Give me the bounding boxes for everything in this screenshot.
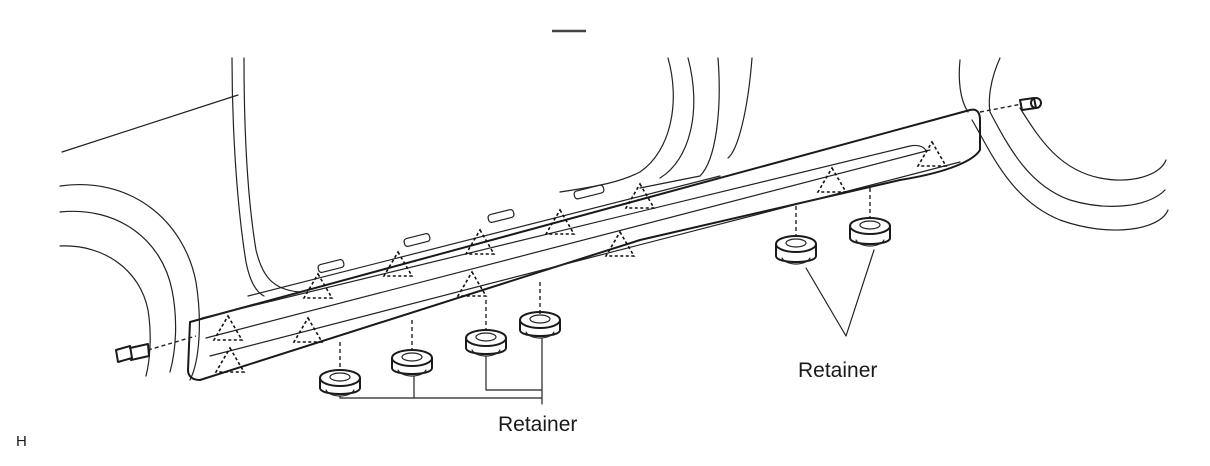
clip-marker (624, 182, 656, 209)
retainer-group-right (775, 188, 891, 337)
retainer-clip (465, 329, 507, 357)
rear-wheel-arch (971, 107, 1169, 231)
retainer-leader-right (805, 249, 875, 337)
figure-code-label: H (16, 433, 27, 450)
retainer-clip (849, 217, 891, 247)
panel-slot (573, 184, 605, 200)
front-wheel-arch (59, 184, 200, 381)
clip-marker (212, 314, 244, 341)
rear-screw (979, 97, 1042, 113)
clip-marker (604, 230, 636, 257)
clip-marker (382, 250, 414, 277)
clip-marker (916, 140, 948, 167)
clip-marker (292, 316, 324, 343)
panel-slot (317, 259, 345, 273)
retainer-clip (519, 311, 561, 339)
clip-marker (464, 228, 496, 255)
clip-marker (816, 166, 848, 193)
retainer-leader-left (339, 337, 543, 405)
retainer-label-right: Retainer (798, 359, 877, 382)
clip-markers (212, 140, 948, 373)
clip-marker (214, 346, 246, 373)
retainer-clip (319, 369, 361, 397)
clip-marker (456, 270, 488, 297)
vehicle-body (61, 57, 1001, 297)
retainer-group-left (319, 282, 561, 405)
retainer-clip (775, 235, 817, 265)
panel-slot (403, 233, 431, 247)
front-screw (115, 335, 197, 363)
retainer-clip (391, 349, 433, 377)
clip-marker (302, 272, 334, 299)
panel-slot (487, 209, 515, 223)
retainer-label-left: Retainer (498, 413, 577, 436)
clip-marker (544, 208, 576, 235)
